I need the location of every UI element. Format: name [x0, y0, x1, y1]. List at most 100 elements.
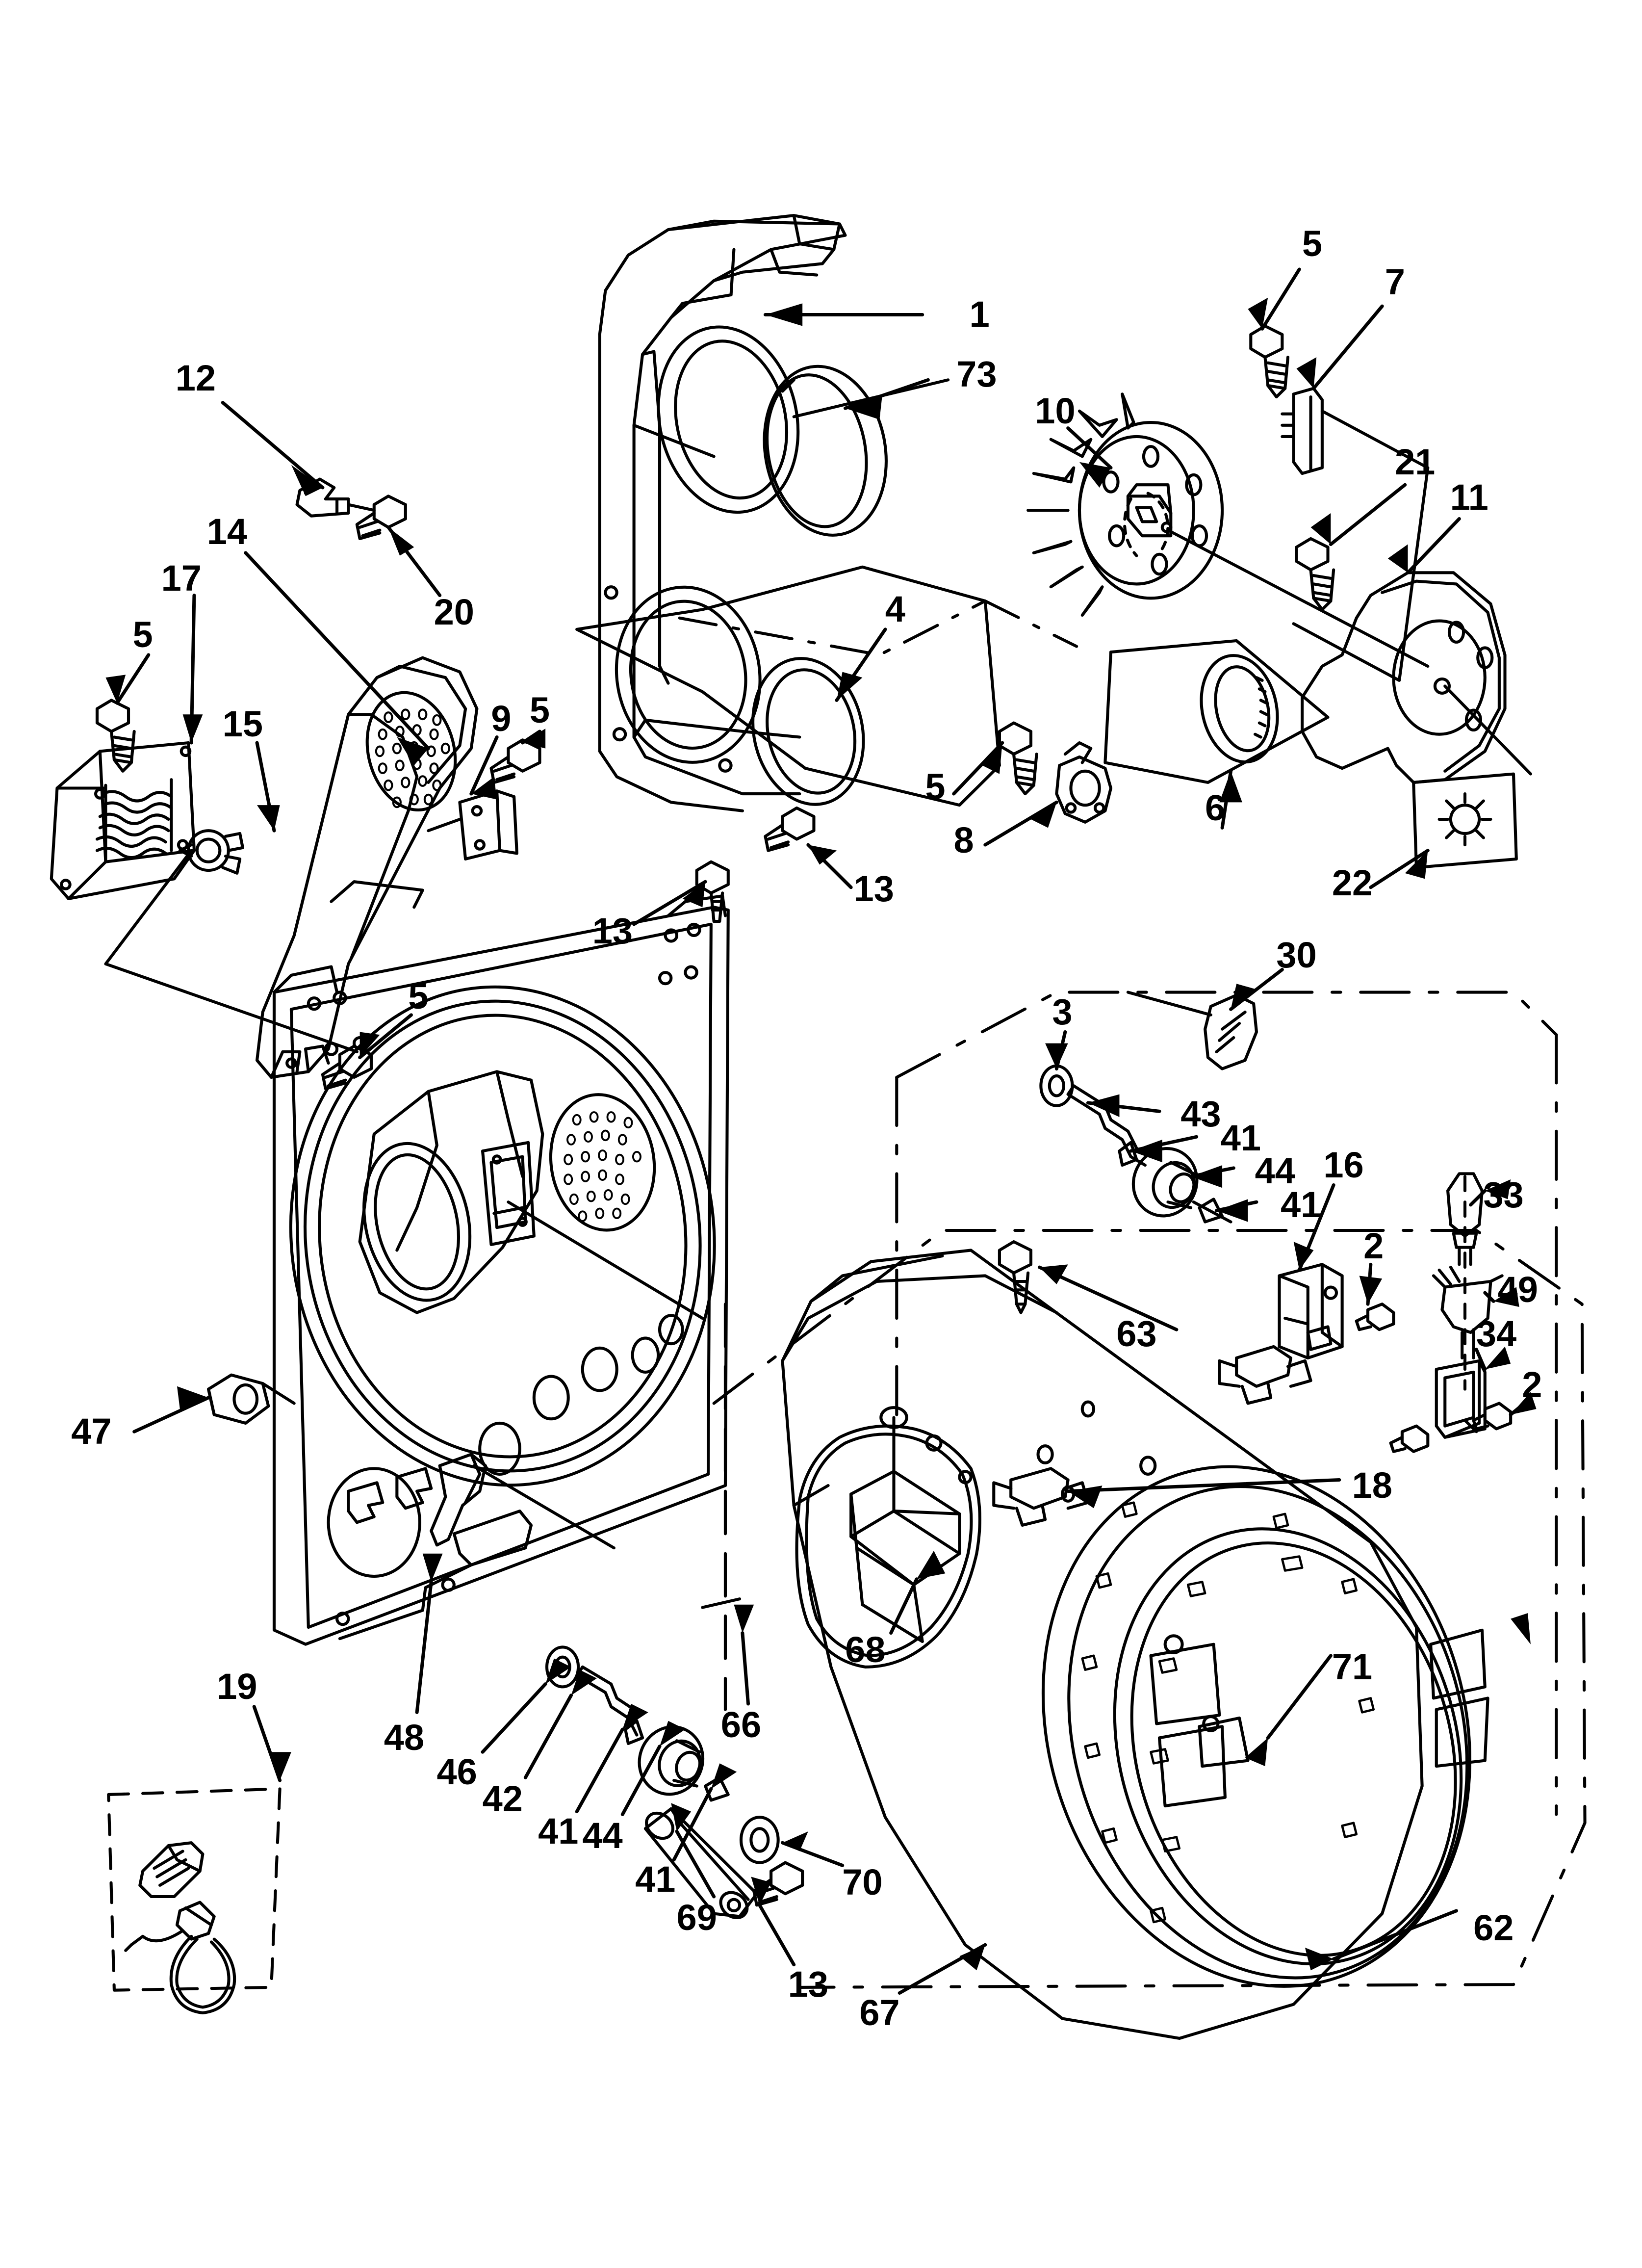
callout-4: 4: [885, 589, 905, 630]
callout-42: 42: [482, 1778, 523, 1819]
leader-17-outline: [104, 849, 359, 1053]
shaft-axis: [1166, 528, 1430, 668]
callout-33: 33: [1483, 1174, 1524, 1215]
screw: [1295, 537, 1335, 611]
callout-3: 3: [1052, 991, 1073, 1032]
screw: [1249, 324, 1290, 399]
callout-21: 21: [1394, 441, 1436, 482]
callout-5e: 5: [408, 976, 429, 1017]
screw: [1389, 1424, 1430, 1453]
callout-41a: 41: [1220, 1118, 1261, 1159]
callout-30: 30: [1276, 935, 1317, 976]
hex-nut: [206, 1373, 296, 1425]
duct-seal-ring: [763, 365, 888, 537]
lamp-socket: [1432, 1266, 1504, 1360]
callout-12: 12: [175, 358, 216, 399]
callout-7: 7: [1385, 261, 1405, 302]
rim-tabs: [1081, 1501, 1375, 1924]
heating-element-housing: [50, 741, 196, 900]
callout-10: 10: [1035, 390, 1076, 431]
screw: [764, 806, 816, 852]
callout-41c: 41: [538, 1811, 579, 1852]
callout-19: 19: [217, 1666, 257, 1707]
callout-63: 63: [1116, 1313, 1157, 1354]
screw: [1355, 1303, 1395, 1331]
drum-roller-assembly-lower: [545, 1645, 780, 1920]
washer: [739, 1816, 780, 1864]
projection-frame: [701, 1228, 1587, 1989]
drum-roller: [1131, 1147, 1199, 1218]
callout-43: 43: [1180, 1094, 1221, 1135]
callout-1: 1: [969, 294, 990, 335]
lamp-housing: [1435, 1359, 1487, 1439]
callout-73: 73: [956, 353, 997, 394]
callout-41b: 41: [1281, 1184, 1321, 1225]
terminal-block-bracket: [1281, 387, 1324, 475]
drum-light-lamp-decal: [1412, 772, 1518, 869]
drum-outer-ring: [1041, 1465, 1471, 1988]
front-bulkhead-housing: [598, 214, 847, 812]
callout-34: 34: [1476, 1313, 1517, 1354]
rear-bulkhead-panel: [272, 894, 730, 1646]
callout-2b: 2: [1522, 1364, 1542, 1405]
callout-67: 67: [859, 1992, 900, 2033]
callout-13a: 13: [853, 868, 894, 909]
heater-duct-assembly: [255, 656, 479, 1079]
screw: [95, 699, 136, 773]
screw: [489, 738, 541, 784]
callout-5c: 5: [529, 689, 550, 730]
callout-14: 14: [206, 511, 248, 552]
drum-belt-retainer: [1113, 1527, 1489, 1966]
callout-41d: 41: [635, 1859, 676, 1900]
thermal-cut-off: [178, 829, 244, 875]
callout-20: 20: [434, 592, 474, 633]
screw: [998, 721, 1038, 796]
drum-roller: [638, 1725, 705, 1796]
screw-group: [95, 324, 1513, 1907]
callout-71: 71: [1332, 1646, 1373, 1687]
callout-18: 18: [1352, 1465, 1392, 1506]
callout-49: 49: [1497, 1269, 1538, 1310]
drum-roller-assembly-upper: [1039, 1064, 1232, 1224]
callout-15: 15: [222, 704, 263, 745]
callout-13c: 13: [788, 1964, 828, 2005]
callout-17: 17: [161, 557, 202, 599]
heating-coil: [95, 778, 173, 863]
callout-44a: 44: [1255, 1150, 1295, 1191]
callout-5a: 5: [1302, 223, 1323, 264]
callout-66: 66: [720, 1704, 762, 1746]
callout-16: 16: [1323, 1145, 1364, 1186]
alignment-guide: [678, 600, 1078, 656]
callout-44b: 44: [582, 1815, 623, 1856]
callout-47: 47: [71, 1411, 112, 1452]
screw: [998, 1240, 1033, 1314]
projection-box-6: [1103, 639, 1330, 784]
callout-62: 62: [1473, 1907, 1514, 1948]
drum-assembly: [781, 1249, 1489, 2040]
callout-9: 9: [491, 698, 512, 739]
leader-22-line: [1443, 684, 1532, 776]
projection-frame-2: [895, 991, 1558, 1816]
wire-nut-and-tie-kit: [107, 1787, 282, 2014]
wire-nut: [138, 1841, 205, 1899]
callout-68: 68: [845, 1629, 886, 1670]
wire-clip: [1218, 1345, 1312, 1405]
callout-2a: 2: [1363, 1225, 1384, 1266]
sun-icon: [1437, 792, 1492, 847]
callout-8: 8: [953, 820, 974, 861]
callout-22: 22: [1332, 862, 1373, 904]
callout-5b: 5: [132, 614, 153, 655]
lamp-bulb: [1446, 1172, 1484, 1266]
drum-bearing-ring: [1200, 654, 1279, 764]
blower-housing-cover: [1301, 571, 1532, 784]
thermostat: [1055, 741, 1113, 824]
screw: [355, 495, 407, 540]
callout-5d: 5: [925, 766, 946, 807]
door-switch: [1278, 1263, 1344, 1360]
drum-baffle-lifter: [795, 1406, 981, 1668]
cable-tie: [124, 1901, 236, 2014]
perforation-mesh: [564, 1111, 641, 1222]
callout-69: 69: [676, 1897, 717, 1938]
